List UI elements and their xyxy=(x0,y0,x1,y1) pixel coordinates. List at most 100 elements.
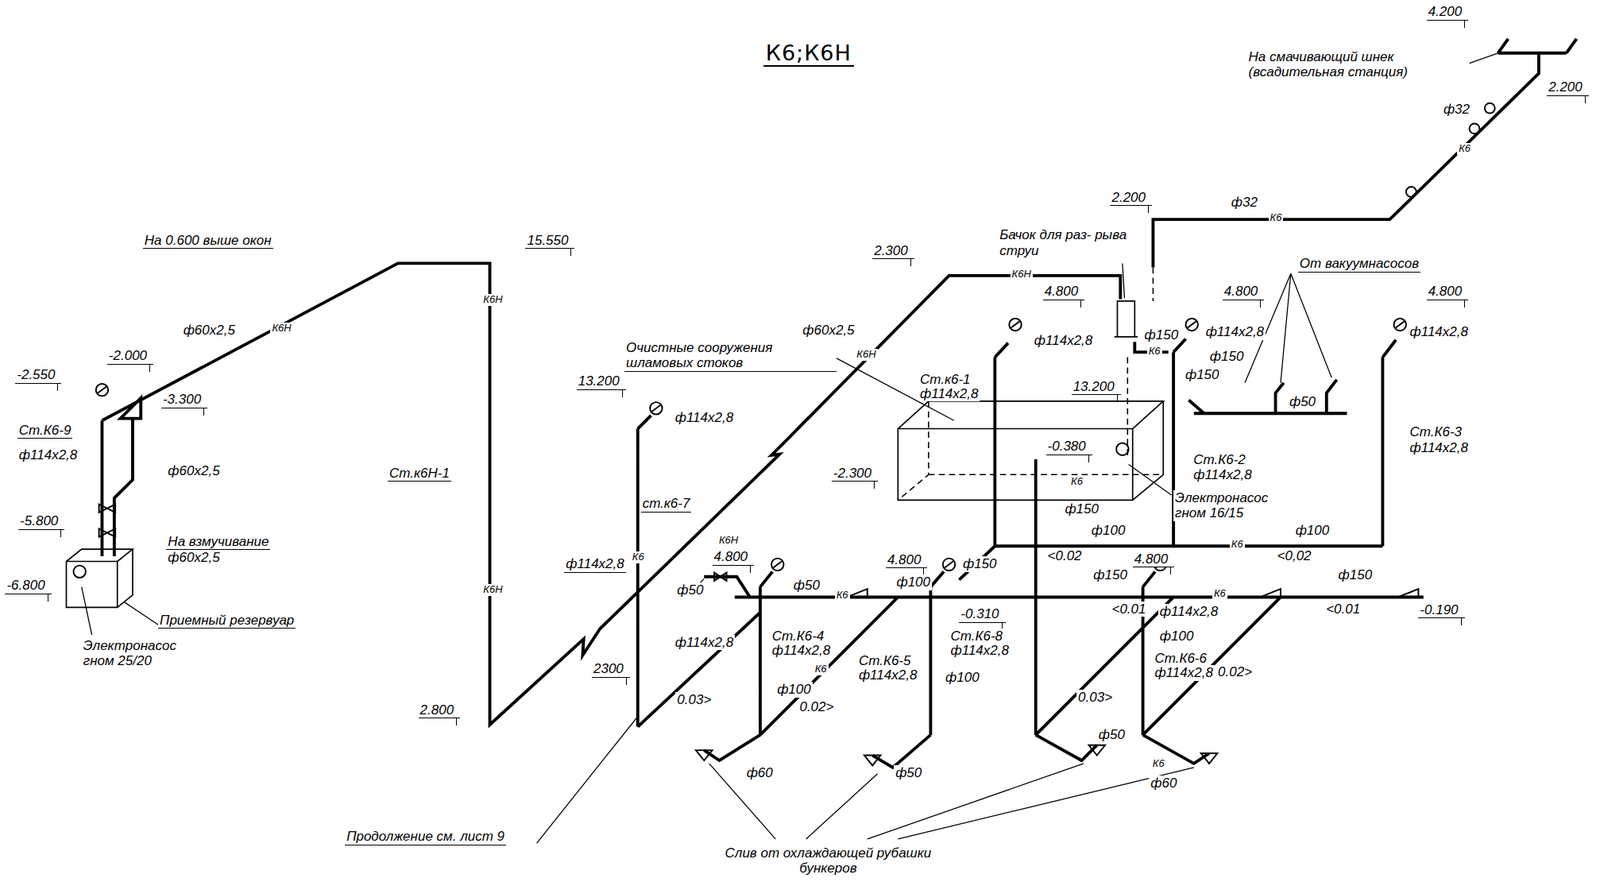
pipe-code: К6Н xyxy=(717,534,740,547)
pipe-annotation: 0.03> xyxy=(675,691,713,708)
elevation-mark: 4.800 xyxy=(1043,283,1086,301)
elevation-mark: 13.200 xyxy=(576,373,627,391)
elevation-mark: -2.000 xyxy=(107,347,154,365)
pipe-code: К6 xyxy=(834,589,851,602)
pipe-annotation: ф114х2,8 xyxy=(1191,467,1253,484)
callout-label: Ст.К6-9 xyxy=(17,422,74,440)
pipe-annotation: ф114х2,8 xyxy=(1152,664,1214,681)
pipe-annotation: <0,02 xyxy=(1275,548,1314,565)
elevation-mark: -5.800 xyxy=(18,513,65,530)
callout-label: Очистные сооружения шламовых стоков xyxy=(624,340,837,372)
pipe-annotation: ф50 xyxy=(792,577,822,594)
callout-label: Ст.К6-3 xyxy=(1408,424,1465,441)
roof-funnel xyxy=(96,318,1407,571)
pipe-annotation: ф150 xyxy=(1091,567,1129,584)
callout-label: ст.к6-7 xyxy=(641,495,692,513)
hidden-line xyxy=(897,267,1164,501)
elevation-mark: 4.800 xyxy=(1222,283,1265,301)
pipe-annotation: ф60х2,5 xyxy=(166,549,221,566)
pipe-annotation: 0.02> xyxy=(797,699,835,715)
pipe-code: К6 xyxy=(1069,475,1085,488)
pipe-annotation: ф150 xyxy=(1337,567,1375,584)
pipe-annotation: ф100 xyxy=(1089,522,1128,539)
drawing-title: К6;К6Н xyxy=(763,40,855,67)
pipe-annotation: ф150 xyxy=(961,556,999,572)
pipe-annotation: На смачивающий шнек (всадительная станци… xyxy=(1247,49,1467,81)
elevation-mark: -0.190 xyxy=(1418,602,1465,619)
pipe-code: К6Н xyxy=(481,583,504,596)
elevation-mark: 2300 xyxy=(591,660,630,678)
callout-label: Ст.К6-2 xyxy=(1191,452,1248,469)
elevation-mark: 2.800 xyxy=(418,702,461,719)
elevation-mark: -3.300 xyxy=(161,391,208,409)
pipe-annotation: ф100 xyxy=(775,681,813,698)
pipe-annotation: ф114х2,8 xyxy=(673,409,735,426)
pipe-annotation: ф114х2,8 xyxy=(918,386,980,402)
elevation-mark: 4.800 xyxy=(1132,551,1175,569)
callout-label: Ст.к6Н-1 xyxy=(387,465,452,483)
elevation-mark: -2.550 xyxy=(15,367,62,384)
pipe-annotation: ф32 xyxy=(1441,101,1472,118)
pipe-annotation: ф114х2,8 xyxy=(1204,324,1266,341)
pipe-annotation: ф114х2,8 xyxy=(1408,440,1470,457)
pipe-annotation: ф114х2,8 xyxy=(1408,324,1470,341)
pipe-code: К6Н xyxy=(854,348,878,361)
pipe-annotation: ф114х2,8 xyxy=(949,642,1011,659)
pipe-annotation: ф114х2,8 xyxy=(1032,332,1094,349)
pipe-annotation: 0.02> xyxy=(1216,664,1254,681)
pipe-annotation: ф100 xyxy=(1294,522,1332,539)
pipe-code: К6Н xyxy=(270,322,293,335)
pipe-annotation: <0.02 xyxy=(1046,548,1084,565)
callout-label: Слив от охлаждающей рубашки бункеров xyxy=(714,845,943,877)
pipe-annotation: ф50 xyxy=(1097,726,1127,743)
pipe-annotation: ф60 xyxy=(745,765,775,781)
callout-label: ф114х2,8 xyxy=(564,556,626,573)
pipe-code: К6 xyxy=(1229,538,1245,551)
elevation-mark: 15.550 xyxy=(525,232,575,250)
pipe-annotation: ф150 xyxy=(1062,501,1101,518)
pipe-line xyxy=(101,38,1577,768)
pipe-annotation: ф114х2,8 xyxy=(857,667,919,684)
pipe-annotation: ф100 xyxy=(1158,628,1196,645)
elevation-mark: 4.800 xyxy=(712,548,755,566)
pipe-code: К6 xyxy=(1147,345,1163,358)
pipe-code: К6 xyxy=(1268,212,1284,225)
elevation-mark: 2.200 xyxy=(1546,79,1589,97)
pipe-annotation: <0.01 xyxy=(1109,601,1148,618)
outline-line xyxy=(65,301,1164,607)
pipe-annotation: ф100 xyxy=(894,574,932,591)
pipe-annotation: <0.01 xyxy=(1324,601,1362,618)
pipe-code: К6 xyxy=(813,663,829,676)
elevation-mark: 4.800 xyxy=(885,552,928,569)
callout-label: На взмучивание xyxy=(166,533,271,551)
callout-label: От вакуумнасосов xyxy=(1298,255,1421,273)
pipe-annotation: Электронасос гном 16/15 xyxy=(1173,490,1284,522)
pipe-annotation: ф60х2,5 xyxy=(166,463,221,480)
pipe-code: К6 xyxy=(1457,142,1473,155)
pipe-annotation: ф114х2,8 xyxy=(673,634,735,651)
fitting-symbol xyxy=(73,103,1495,766)
pipe-annotation: ф60х2,5 xyxy=(181,322,237,339)
elevation-mark: 13.200 xyxy=(1071,378,1121,396)
pipe-code: К6Н xyxy=(1010,268,1033,281)
pipe-code: К6Н xyxy=(481,293,504,306)
pipe-annotation: Электронасос гном 25/20 xyxy=(81,637,193,669)
leader-line xyxy=(81,53,1499,843)
pipe-code: К6 xyxy=(630,551,646,564)
pipe-annotation: Бачок для раз- рыва струи xyxy=(997,227,1129,259)
pipe-annotation: ф32 xyxy=(1229,194,1260,211)
pipe-annotation: ф114х2,8 xyxy=(1158,603,1220,620)
callout-label: На 0.600 выше окон xyxy=(142,232,274,250)
elevation-mark: 4.200 xyxy=(1426,3,1469,21)
pipe-code: К6 xyxy=(1212,587,1228,600)
pipe-annotation: ф50 xyxy=(675,582,705,599)
elevation-mark: -0.310 xyxy=(958,606,1005,623)
elevation-mark: 4.800 xyxy=(1426,283,1469,301)
pipe-annotation: ф150 xyxy=(1183,367,1222,383)
callout-label: Продолжение см. лист 9 xyxy=(344,828,507,846)
pipe-annotation: ф50 xyxy=(1287,394,1318,410)
elevation-mark: 2.300 xyxy=(872,243,915,260)
pipe-annotation: ф150 xyxy=(1208,348,1246,365)
